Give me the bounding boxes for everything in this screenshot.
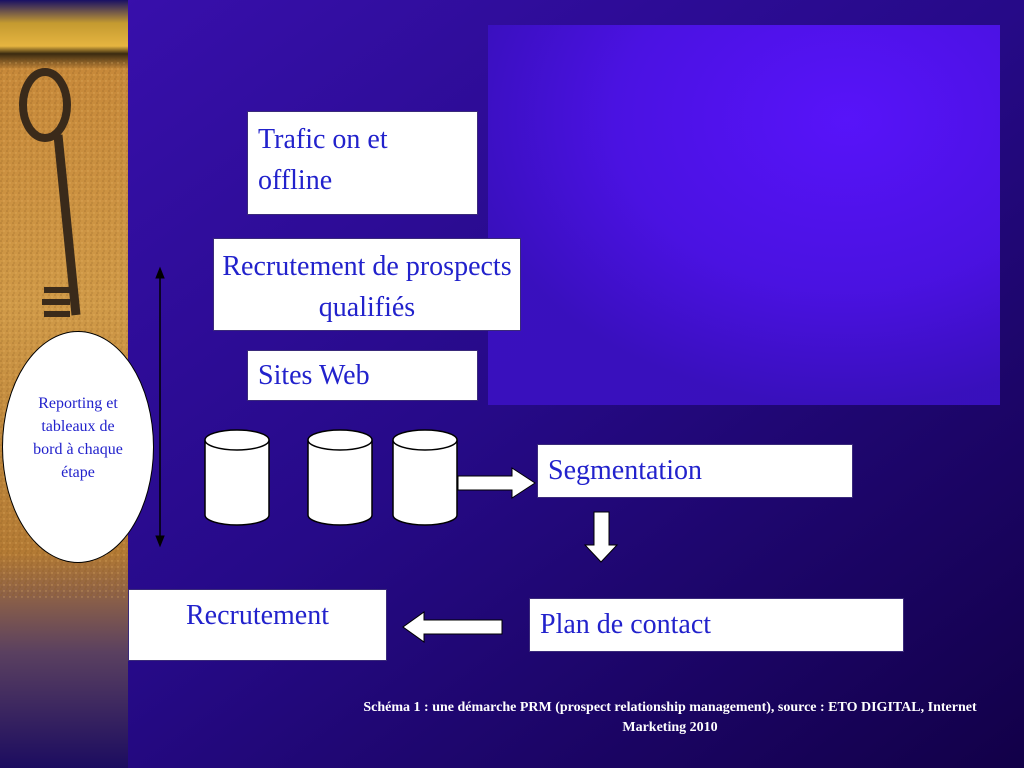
left-arrow-icon: [402, 611, 503, 643]
database-cylinder-icon: [204, 429, 270, 526]
prospect-recruitment-box: Recrutement de prospects qualifiés: [213, 238, 521, 331]
vertical-double-arrow: [155, 266, 165, 548]
segmentation-label: Segmentation: [548, 455, 702, 486]
recruitment-label: Recrutement: [185, 600, 330, 631]
recruitment-box: Recrutement: [128, 589, 387, 661]
right-arrow-icon: [457, 467, 536, 499]
down-arrow-icon: [583, 511, 619, 563]
websites-label: Sites Web: [258, 360, 370, 391]
prospect-recruitment-label: Recrutement de prospects qualifiés: [222, 251, 512, 323]
database-cylinder-icon: [307, 429, 373, 526]
reporting-oval: Reporting et tableaux de bord à chaque é…: [2, 331, 154, 563]
reporting-oval-label: Reporting et tableaux de bord à chaque é…: [33, 394, 123, 482]
traffic-box: Trafic on et offline: [247, 111, 478, 215]
websites-box: Sites Web: [247, 350, 478, 401]
traffic-label: Trafic on et offline: [258, 124, 388, 196]
database-cylinder-icon: [392, 429, 458, 526]
segmentation-box: Segmentation: [537, 444, 853, 498]
old-key-icon: [19, 68, 81, 317]
contact-plan-box: Plan de contact: [529, 598, 904, 652]
highlight-panel: [488, 25, 1000, 405]
database-cylinders: [204, 429, 458, 526]
contact-plan-label: Plan de contact: [540, 609, 712, 640]
figure-caption: Schéma 1 : une démarche PRM (prospect re…: [363, 700, 977, 736]
